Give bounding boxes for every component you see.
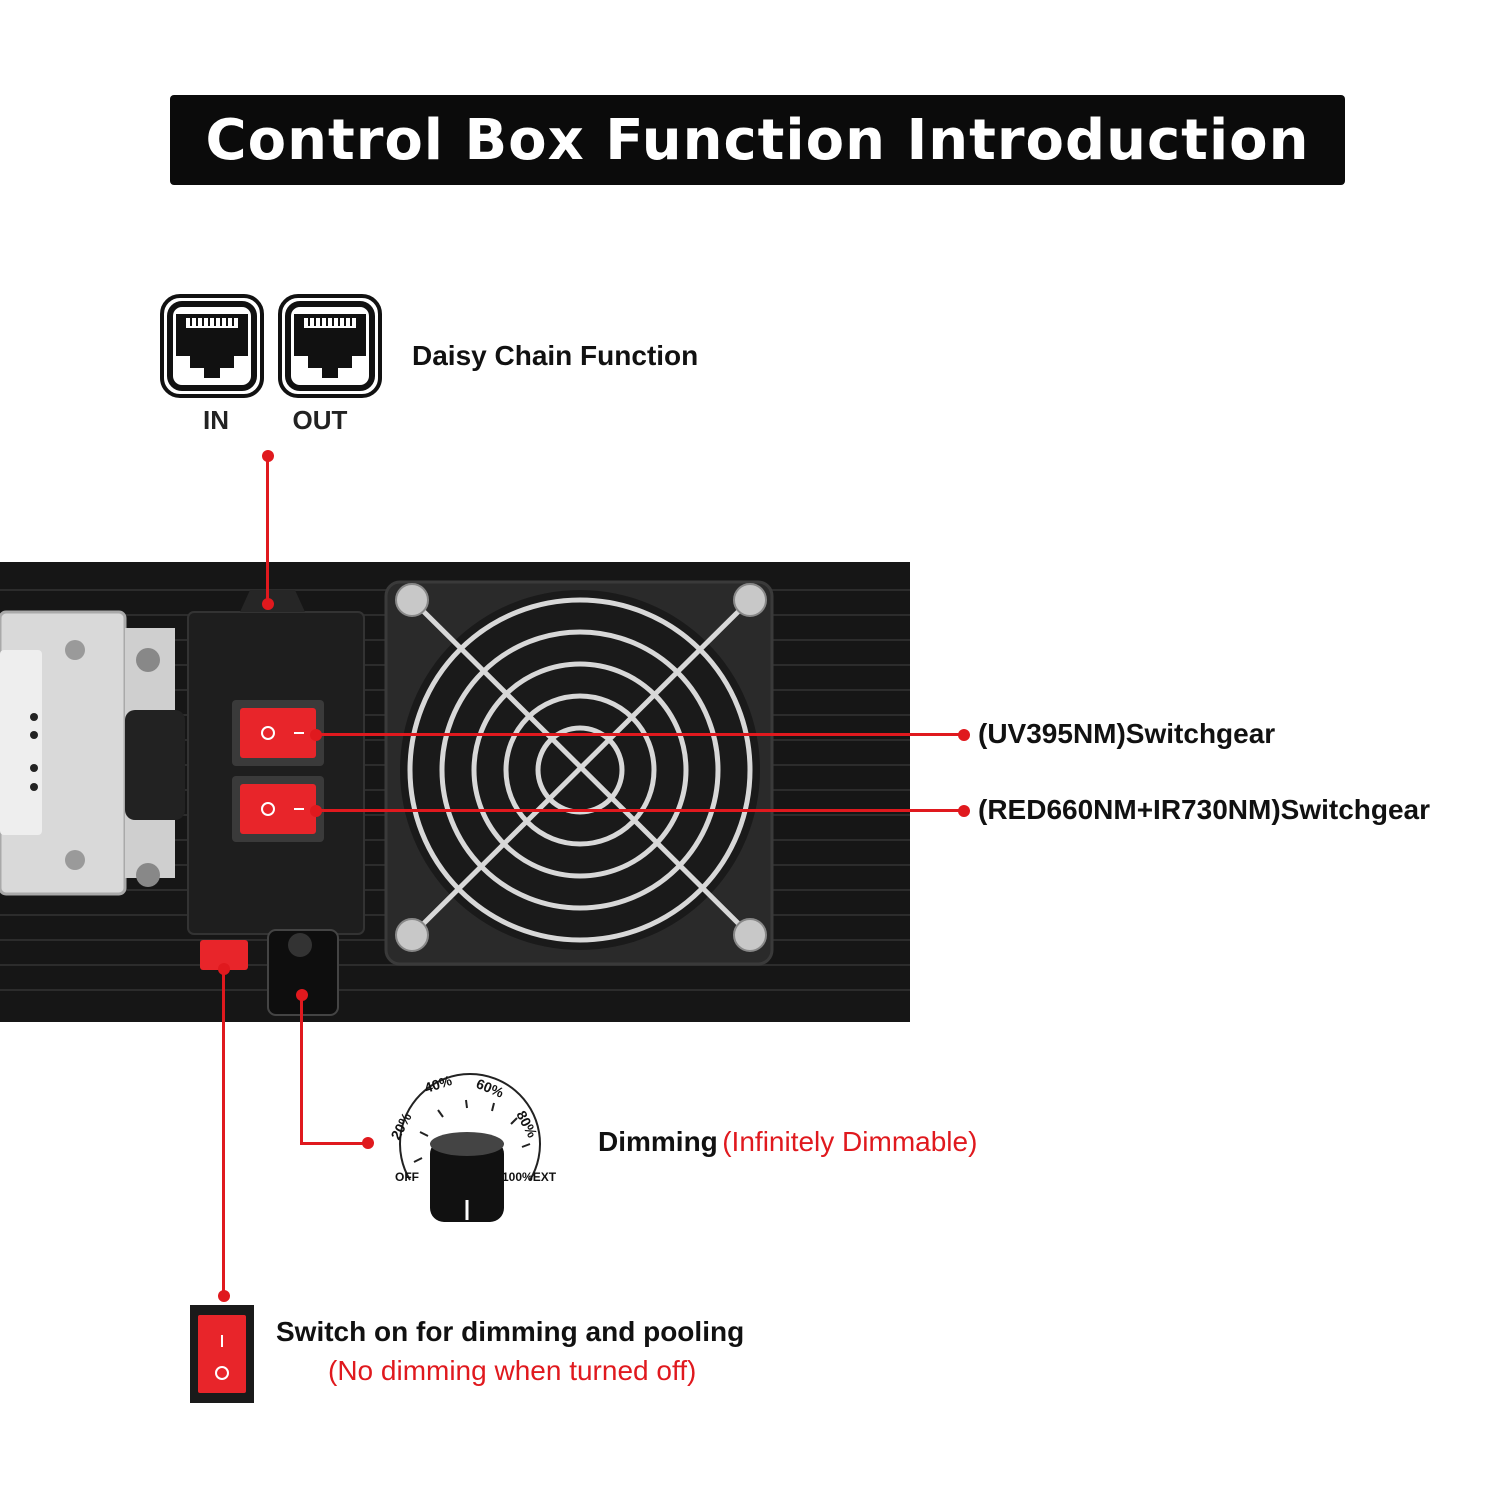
uv-callout-line bbox=[318, 733, 960, 736]
dimming-label: Dimming bbox=[598, 1126, 718, 1157]
red-anchor-dot bbox=[310, 805, 322, 817]
uv-anchor-dot bbox=[310, 729, 322, 741]
red-callout-dot bbox=[958, 805, 970, 817]
title-bar: Control Box Function Introduction bbox=[170, 95, 1345, 185]
dimming-callout-dot bbox=[362, 1137, 374, 1149]
rj45-out-port bbox=[278, 294, 382, 403]
red-switchgear-label: (RED660NM+IR730NM)Switchgear bbox=[978, 794, 1431, 825]
control-box-device bbox=[0, 562, 910, 1022]
pool-switch-label: Switch on for dimming and pooling bbox=[276, 1316, 745, 1347]
ethernet-out-icon bbox=[278, 294, 382, 398]
pool-callout-dot bbox=[218, 1290, 230, 1302]
page-title: Control Box Function Introduction bbox=[205, 107, 1310, 173]
rocker-switch-icon bbox=[190, 1305, 254, 1403]
port-in-label: IN bbox=[203, 405, 229, 435]
daisy-chain-label: Daisy Chain Function bbox=[412, 340, 699, 371]
uv-callout-dot bbox=[958, 729, 970, 741]
dimming-caption: Dimming (Infinitely Dimmable) bbox=[598, 1126, 977, 1158]
dimming-note: (Infinitely Dimmable) bbox=[722, 1126, 978, 1157]
port-out-label: OUT bbox=[292, 405, 348, 435]
dimming-callout-line-v bbox=[300, 995, 303, 1145]
red-callout-line bbox=[318, 809, 960, 812]
uv-switchgear-label: (UV395NM)Switchgear bbox=[978, 718, 1276, 749]
rj45-in-port bbox=[160, 294, 264, 403]
pool-callout-line bbox=[222, 969, 225, 1295]
dial-off-label: OFF bbox=[395, 1170, 419, 1184]
pool-switch-note: (No dimming when turned off) bbox=[328, 1355, 697, 1386]
dimming-callout-line-h bbox=[300, 1142, 366, 1145]
daisy-anchor-dot bbox=[262, 598, 274, 610]
ethernet-in-icon bbox=[160, 294, 264, 398]
dimmer-knob-icon bbox=[399, 1073, 541, 1222]
daisy-callout-line bbox=[266, 456, 269, 602]
dial-max-label: 100%EXT bbox=[502, 1170, 557, 1184]
